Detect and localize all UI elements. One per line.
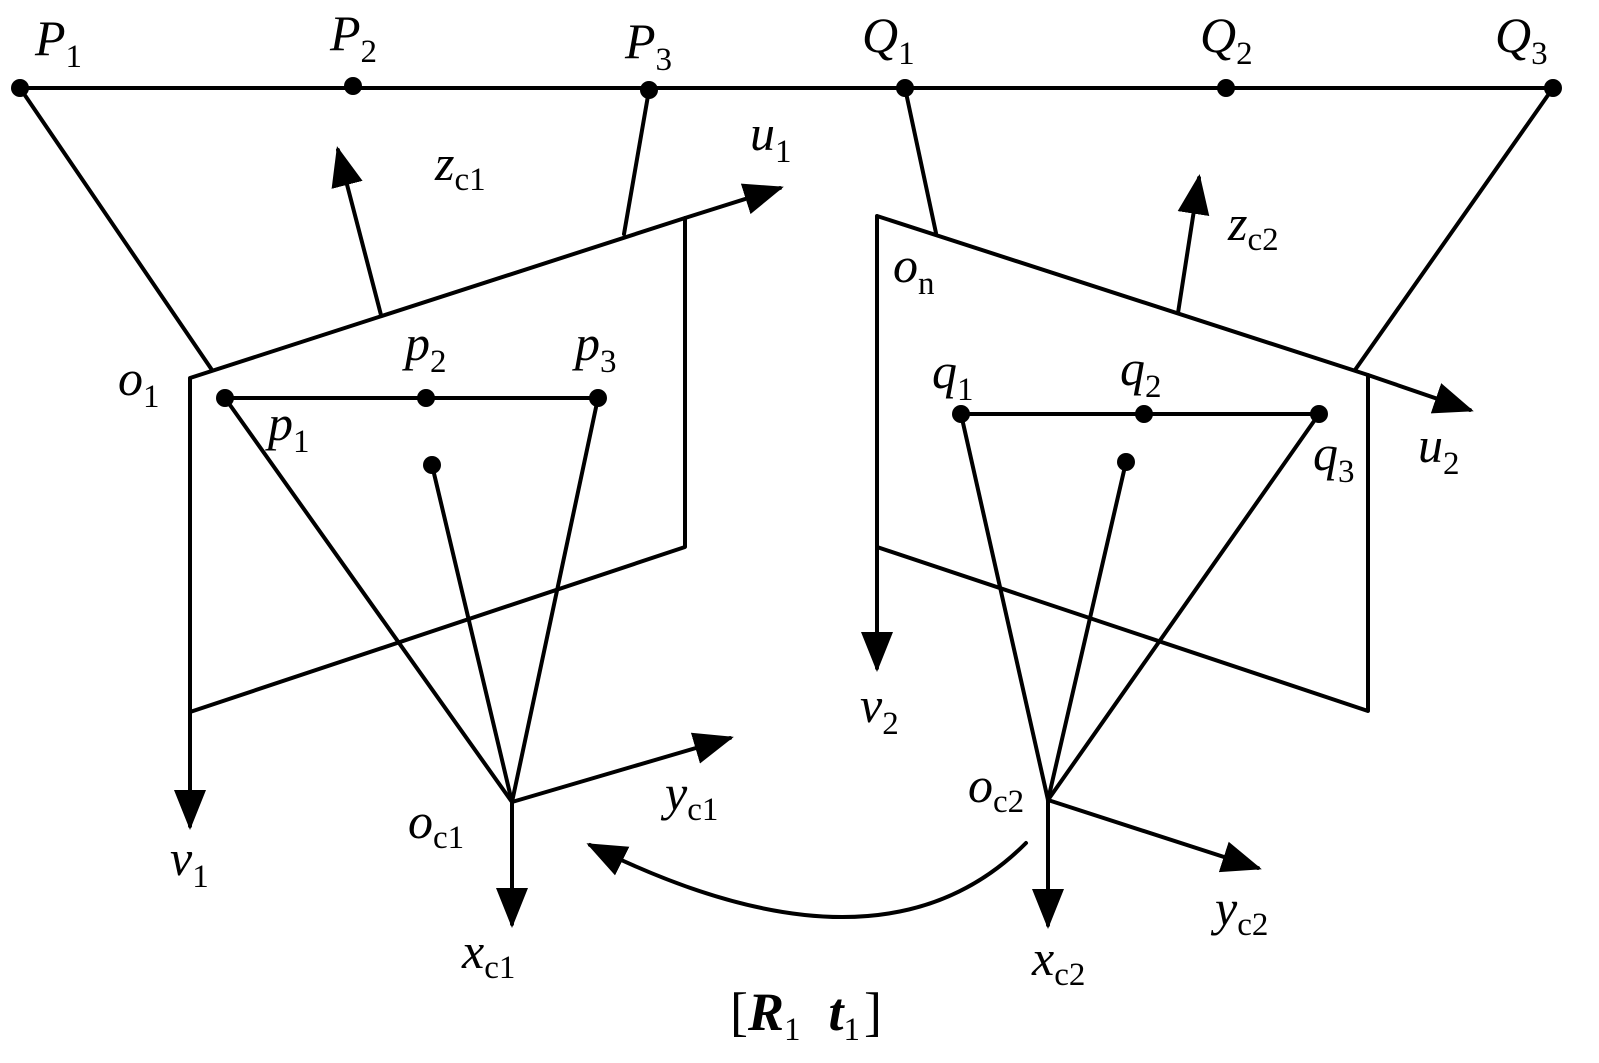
svg-text:P3: P3: [624, 13, 672, 78]
svg-text:P1: P1: [34, 10, 82, 75]
svg-text:oc2: oc2: [968, 757, 1024, 820]
label-o1: o1: [118, 350, 160, 415]
point-P1: [11, 79, 29, 97]
ray-Q1-right: [903, 86, 938, 235]
label-yc2: yc2: [1210, 880, 1268, 943]
ray-Q3-right: [1353, 86, 1555, 372]
svg-text:o1: o1: [118, 350, 160, 415]
zc2-axis: [1176, 174, 1210, 315]
label-xc2: xc2: [1031, 930, 1085, 993]
u1-axis: [683, 183, 784, 220]
point-Q3: [1544, 79, 1562, 97]
label-yc1: yc1: [660, 765, 718, 828]
svg-text:zc2: zc2: [1227, 195, 1279, 258]
yc1-axis: [510, 732, 734, 804]
label-v2: v2: [860, 677, 899, 742]
point-q3: [1310, 405, 1328, 423]
zc1-axis: [331, 146, 383, 317]
svg-text:p1: p1: [265, 395, 310, 460]
label-oc2: oc2: [968, 757, 1024, 820]
label-P2: P2: [329, 5, 377, 70]
label-P3: P3: [624, 13, 672, 78]
label-p2: p2: [402, 315, 447, 380]
point-q2: [1135, 405, 1153, 423]
right-image-plane: [875, 214, 1370, 713]
svg-text:xc2: xc2: [1031, 930, 1085, 993]
ray-principal-oc2: [1046, 460, 1128, 802]
label-p3: p3: [572, 315, 617, 380]
point-p2: [417, 389, 435, 407]
point-P2: [344, 77, 362, 95]
point-p3: [589, 389, 607, 407]
label-p1: p1: [265, 395, 310, 460]
svg-text:u2: u2: [1418, 417, 1460, 482]
svg-text:p2: p2: [402, 315, 447, 380]
ray-P3-left: [622, 88, 651, 236]
label-Q3: Q3: [1495, 7, 1548, 72]
ray-p3-oc1: [510, 396, 600, 804]
ray-q1-oc2: [959, 412, 1050, 802]
label-P1: P1: [34, 10, 82, 75]
svg-text:p3: p3: [572, 315, 617, 380]
label-Q1: Q1: [862, 7, 915, 72]
point-p1: [216, 389, 234, 407]
svg-text:v2: v2: [860, 677, 899, 742]
svg-text:q1: q1: [932, 343, 974, 408]
point-Q2: [1217, 79, 1235, 97]
label-zc1: zc1: [434, 135, 486, 198]
point-principal-right: [1117, 453, 1135, 471]
point-principal-left: [423, 456, 441, 474]
label-u1: u1: [750, 105, 792, 170]
ray-principal-oc1: [430, 463, 514, 804]
svg-text:u1: u1: [750, 105, 792, 170]
label-oc1: oc1: [408, 793, 464, 856]
svg-text:Q3: Q3: [1495, 7, 1548, 72]
transform-arc: [586, 841, 1028, 919]
svg-text:q3: q3: [1313, 425, 1355, 490]
svg-text:q2: q2: [1120, 340, 1162, 405]
point-P3: [640, 81, 658, 99]
svg-text:xc1: xc1: [461, 923, 515, 986]
svg-text:yc1: yc1: [660, 765, 718, 828]
label-q2: q2: [1120, 340, 1162, 405]
label-on: on: [893, 237, 935, 302]
label-xc1: xc1: [461, 923, 515, 986]
svg-text:Q1: Q1: [862, 7, 915, 72]
ray-p1-oc1: [223, 396, 514, 804]
ray-q3-oc2: [1046, 412, 1321, 802]
point-Q1: [896, 79, 914, 97]
label-u2: u2: [1418, 417, 1460, 482]
u2-axis: [1366, 373, 1474, 414]
svg-text:v1: v1: [170, 830, 209, 895]
label-q1: q1: [932, 343, 974, 408]
point-q1: [952, 405, 970, 423]
svg-text:zc1: zc1: [434, 135, 486, 198]
label-q3: q3: [1313, 425, 1355, 490]
svg-text:P2: P2: [329, 5, 377, 70]
svg-text:yc2: yc2: [1210, 880, 1268, 943]
svg-text:oc1: oc1: [408, 793, 464, 856]
svg-text:Q2: Q2: [1200, 7, 1253, 72]
label-zc2: zc2: [1227, 195, 1279, 258]
yc2-axis: [1046, 798, 1262, 873]
label-v1: v1: [170, 830, 209, 895]
label-Q2: Q2: [1200, 7, 1253, 72]
ray-P1-left: [18, 86, 214, 372]
svg-text:on: on: [893, 237, 935, 302]
